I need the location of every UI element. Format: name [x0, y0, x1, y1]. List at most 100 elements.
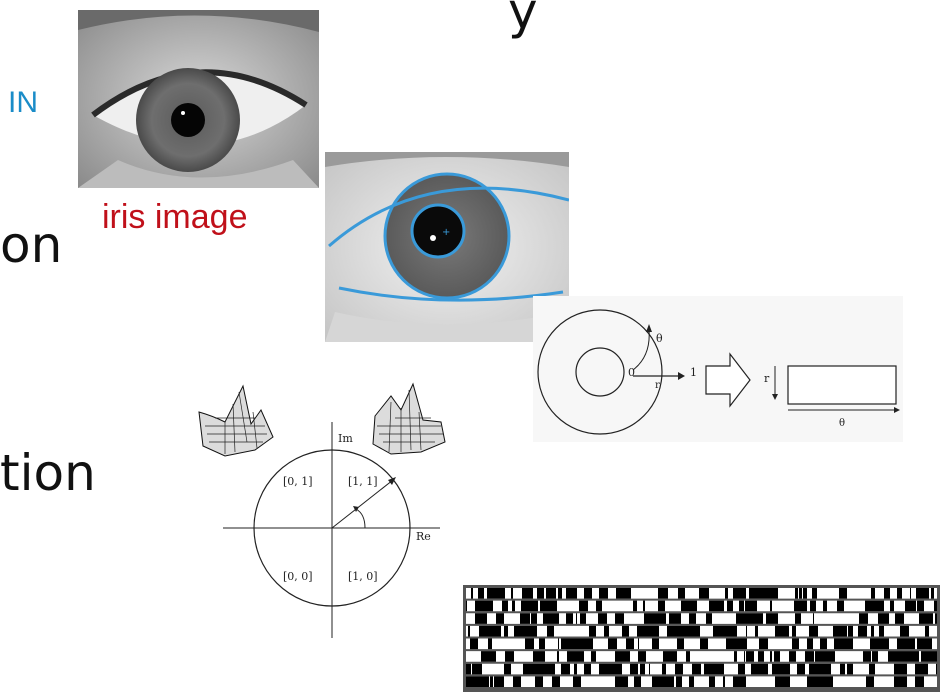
iris-code-bit	[724, 626, 732, 637]
iris-code-bit	[677, 639, 684, 650]
iris-code-bit	[626, 639, 634, 650]
quadrant-label: [1, 0]	[348, 570, 378, 583]
iris-code-bit	[901, 676, 902, 687]
iris-code-bit	[779, 651, 780, 662]
iris-code-bit	[706, 613, 712, 624]
iris-code-bit	[624, 588, 631, 599]
iris-code-bit	[664, 601, 665, 612]
transform-arrow	[706, 354, 750, 406]
input-label: IN	[8, 86, 38, 120]
iris-code-bit	[686, 651, 688, 662]
iris-code-bit	[697, 664, 701, 675]
iris-code-bit	[664, 664, 666, 675]
iris-code-bit	[663, 588, 666, 599]
iris-code-bit	[781, 664, 790, 675]
iris-code-bit	[914, 651, 919, 662]
iris-code-bit	[926, 639, 927, 650]
iris-code-bit	[558, 639, 559, 650]
iris-code-bit	[494, 676, 503, 687]
iris-code-bit	[897, 588, 902, 599]
iris-code-bit	[922, 588, 929, 599]
iris-code-bit	[480, 676, 489, 687]
iris-code-bit	[569, 639, 577, 650]
iris-code-bit	[502, 601, 503, 612]
iris-code-bit	[934, 601, 937, 612]
iris-code-bit	[851, 626, 853, 637]
iris-code-bit	[808, 676, 817, 687]
iris-code-bit	[533, 626, 537, 637]
iris-code-bit	[899, 651, 908, 662]
iris-code-bit	[777, 613, 778, 624]
iris-code-bit	[578, 651, 584, 662]
iris-code-bit	[514, 626, 516, 637]
iris-code-bit	[493, 588, 498, 599]
iris-code	[463, 585, 940, 692]
iris-code-bit	[513, 676, 521, 687]
iris-code-bit	[755, 626, 758, 637]
iris-code-bit	[744, 639, 747, 650]
iris-code-bit	[840, 664, 845, 675]
iris-code-bit	[733, 676, 742, 687]
iris-code-bit	[723, 676, 725, 687]
iris-code-bit	[830, 651, 831, 662]
iris-code-bit	[813, 613, 814, 624]
iris-code-bit	[620, 676, 628, 687]
iris-code-bit	[548, 601, 553, 612]
iris-code-bit	[472, 676, 480, 687]
iris-code-bit	[475, 639, 478, 650]
raw-iris-image	[78, 10, 319, 188]
iris-code-bit	[742, 676, 746, 687]
iris-code-bit	[795, 601, 801, 612]
iris-code-bit	[695, 626, 700, 637]
iris-code-bit	[756, 601, 757, 612]
iris-code-bit	[613, 664, 617, 675]
iris-code-bit	[604, 626, 607, 637]
text-fragment-tion: tion	[0, 448, 96, 498]
iris-code-bit	[534, 601, 538, 612]
iris-code-bit	[591, 588, 592, 599]
iris-code-bit	[693, 601, 696, 612]
iris-code-bit	[490, 651, 496, 662]
iris-code-bit	[915, 664, 917, 675]
iris-code-bit	[490, 676, 493, 687]
iris-code-bit	[579, 601, 587, 612]
re-axis-label: Re	[416, 530, 431, 543]
iris-code-bit	[821, 676, 830, 687]
iris-code-bit	[878, 613, 881, 624]
iris-code-bit	[839, 588, 847, 599]
zero-label: 0	[628, 366, 635, 379]
iris-code-bit	[751, 664, 753, 675]
iris-code-bit	[781, 676, 782, 687]
iris-code-bit	[662, 613, 666, 624]
iris-code-bit	[863, 651, 871, 662]
wavelet-surface-right	[373, 384, 445, 454]
iris-code-bit	[736, 613, 745, 624]
iris-code-bit	[488, 639, 492, 650]
iris-code-bit	[516, 626, 525, 637]
iris-code-bit	[865, 601, 870, 612]
iris-code-bit	[773, 588, 778, 599]
iris-code-bit	[750, 613, 754, 624]
iris-code-bit	[557, 651, 559, 662]
iris-code-bit	[688, 651, 690, 662]
iris-code-bit	[842, 626, 847, 637]
iris-code-bit	[824, 651, 830, 662]
iris-code-bit	[651, 626, 659, 637]
iris-code-bit	[676, 676, 682, 687]
iris-code-bit	[792, 639, 794, 650]
iris-code-bit	[936, 664, 937, 675]
iris-code-bit	[617, 664, 622, 675]
iris-code-bit	[931, 588, 934, 599]
iris-code-bit	[535, 676, 543, 687]
iris-code-bit	[807, 639, 813, 650]
iris-code-bit	[778, 626, 782, 637]
quadrant-label: [0, 0]	[283, 570, 313, 583]
iris-code-bit	[573, 676, 581, 687]
iris-code-bit	[615, 613, 622, 624]
iris-code-bit	[599, 664, 605, 675]
iris-code-bit	[638, 639, 639, 650]
iris-code-bit	[561, 639, 562, 650]
iris-code-bit	[714, 664, 718, 675]
iris-code-bit	[841, 601, 843, 612]
iris-code-bit	[630, 664, 638, 675]
